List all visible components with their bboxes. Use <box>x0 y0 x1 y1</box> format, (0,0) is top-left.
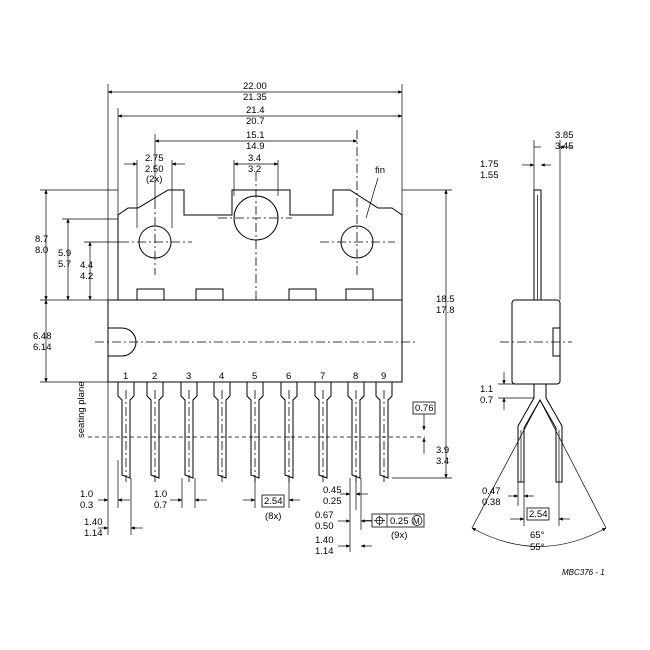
dim-lead-p-max: 1.40 <box>84 517 103 528</box>
dim-side-fin-min: 1.55 <box>480 170 499 181</box>
dim-lead-q-min: 1.14 <box>315 546 334 557</box>
dim-lead-w-min: 0.50 <box>315 521 334 532</box>
side-lead <box>517 384 563 483</box>
dim-lead-len-max: 3.9 <box>436 445 449 456</box>
dim-hole-pitch-min: 14.9 <box>246 141 265 152</box>
fin-label: fin <box>375 165 385 176</box>
fin-slope-left <box>137 189 169 209</box>
dim-total-height-min: 17.8 <box>436 305 455 316</box>
tol-qty: (9x) <box>391 530 407 541</box>
pin-label: 1 <box>123 371 128 382</box>
dim-total-height-max: 18.5 <box>436 294 455 305</box>
dim-body-height-max: 6.48 <box>33 331 52 342</box>
drawing-code: MBC376 - 1 <box>562 568 605 577</box>
dim-fin-width-max: 21.4 <box>246 105 265 116</box>
dim-lead-b-min: 0.7 <box>154 500 167 511</box>
dim-lead-p-min: 1.14 <box>84 528 103 539</box>
dim-side-w-max: 3.85 <box>555 130 574 141</box>
dim-fin-height-max: 8.7 <box>35 234 48 245</box>
dim-lead-len-min: 3.4 <box>436 456 449 467</box>
body-tab <box>288 288 317 301</box>
dim-side-fin-max: 1.75 <box>480 159 499 170</box>
dim-pitch-qty: (8x) <box>265 511 281 522</box>
package-body <box>107 299 403 383</box>
body-tab <box>345 288 374 301</box>
pin-label: 9 <box>381 371 386 382</box>
dim-hole-ctr-min: 4.2 <box>80 271 93 282</box>
dim-fin-height-min: 8.0 <box>35 245 48 256</box>
dim-side-bend-min: 0.7 <box>480 395 493 406</box>
heatsink-fin-outline <box>117 189 403 300</box>
dim-hole-ctr-max: 4.4 <box>80 260 93 271</box>
dim-center-hole-min: 3.2 <box>248 164 261 175</box>
dim-lead-w-max: 0.67 <box>315 510 334 521</box>
dim-body-height-min: 6.14 <box>33 342 52 353</box>
tol-mod: M <box>413 517 420 526</box>
seating-plane-label: seating plane <box>76 381 87 438</box>
dim-overall-max: 22.00 <box>243 81 267 92</box>
dim-lead-t-max: 0.45 <box>323 485 342 496</box>
dim-lead-t-min: 0.25 <box>323 496 342 507</box>
dim-pitch: 2.54 <box>264 496 283 507</box>
dim-lead-ref: 0.76 <box>415 403 434 414</box>
dim-lead-a-max: 1.0 <box>80 489 93 500</box>
dim-side-lead-min: 0.38 <box>482 497 501 508</box>
dim-lead-q-max: 1.40 <box>315 535 334 546</box>
tol-value: 0.25 <box>390 516 409 527</box>
pin-label: 7 <box>320 371 325 382</box>
dim-small-hole-qty: (2x) <box>146 174 162 185</box>
dim-fin-width-min: 20.7 <box>246 116 265 127</box>
dim-small-hole-min: 2.50 <box>145 164 164 175</box>
pin-label: 6 <box>286 371 291 382</box>
pin-label: 8 <box>353 371 358 382</box>
dim-angle-min: 55° <box>530 542 545 553</box>
pin-label: 2 <box>152 371 157 382</box>
dim-lead-a-min: 0.3 <box>80 500 93 511</box>
pin-label: 4 <box>219 371 224 382</box>
dim-side-pitch: 2.54 <box>529 509 548 520</box>
dim-hole-height-max: 5.9 <box>58 248 71 259</box>
dim-lead-b-max: 1.0 <box>154 489 167 500</box>
dim-center-hole-max: 3.4 <box>248 153 261 164</box>
dim-overall-min: 21.35 <box>243 92 267 103</box>
dim-small-hole-max: 2.75 <box>145 153 164 164</box>
dim-side-w-min: 3.45 <box>555 141 574 152</box>
dim-side-bend-max: 1.1 <box>480 384 493 395</box>
dim-hole-height-min: 5.7 <box>58 259 71 270</box>
pin-label: 5 <box>252 371 257 382</box>
body-tab <box>136 288 165 301</box>
dim-hole-pitch-max: 15.1 <box>246 130 265 141</box>
dim-angle-max: 65° <box>530 530 545 541</box>
body-tab <box>195 288 224 301</box>
pin-label: 3 <box>186 371 191 382</box>
